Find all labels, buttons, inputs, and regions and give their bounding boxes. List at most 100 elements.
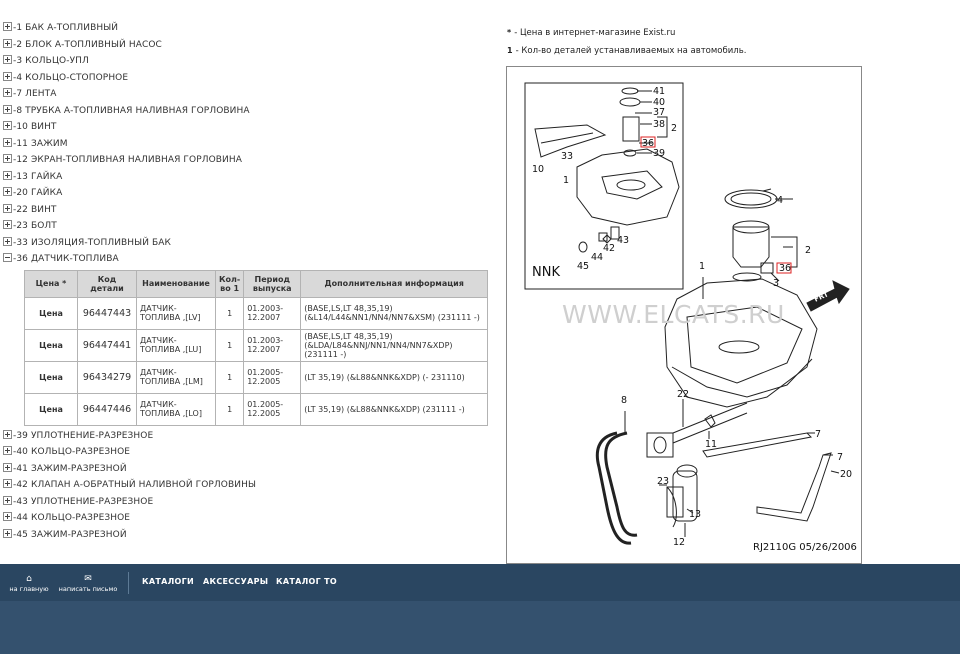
- tree-item[interactable]: -13 ГАЙКА: [3, 169, 508, 186]
- part-name: ДАТЧИК-ТОПЛИВА ,[LO]: [136, 392, 216, 426]
- tree-item[interactable]: -12 ЭКРАН-ТОПЛИВНАЯ НАЛИВНАЯ ГОРЛОВИНА: [3, 152, 508, 169]
- part-name: ДАТЧИК-ТОПЛИВА ,[LU]: [136, 328, 216, 362]
- tree-item[interactable]: -42 КЛАПАН А-ОБРАТНЫЙ НАЛИВНОЙ ГОРЛОВИНЫ: [3, 477, 508, 494]
- tree-item[interactable]: -2 БЛОК А-ТОПЛИВНЫЙ НАСОС: [3, 37, 508, 54]
- tree-item[interactable]: -23 БОЛТ: [3, 218, 508, 235]
- part-code[interactable]: 96447446: [77, 392, 137, 426]
- callout-20[interactable]: 20: [840, 469, 853, 480]
- callout-8[interactable]: 8: [621, 395, 628, 406]
- price-link[interactable]: Цена: [24, 360, 78, 394]
- callout-38[interactable]: 38: [653, 119, 666, 130]
- tree-item[interactable]: -40 КОЛЬЦО-РАЗРЕЗНОЕ: [3, 444, 508, 461]
- price-link[interactable]: Цена: [24, 328, 78, 362]
- expand-icon[interactable]: [3, 121, 12, 130]
- callout-3[interactable]: 3: [773, 278, 780, 289]
- callout-2-inset[interactable]: 2: [671, 123, 678, 134]
- expand-icon[interactable]: [3, 38, 12, 48]
- tree-item[interactable]: -41 ЗАЖИМ-РАЗРЕЗНОЙ: [3, 461, 508, 478]
- callout-10[interactable]: 10: [532, 164, 545, 175]
- expand-icon[interactable]: [3, 220, 12, 229]
- callout-42[interactable]: 42: [603, 243, 616, 254]
- callout-23[interactable]: 23: [657, 476, 670, 487]
- tree-item-label: -39 УПЛОТНЕНИЕ-РАЗРЕЗНОЕ: [13, 430, 154, 441]
- price-link[interactable]: Цена: [24, 392, 78, 426]
- callout-43[interactable]: 43: [617, 235, 630, 246]
- callout-44[interactable]: 44: [591, 252, 604, 263]
- part-qty: 1: [214, 328, 245, 362]
- tree-item[interactable]: -45 ЗАЖИМ-РАЗРЕЗНОЙ: [3, 527, 508, 544]
- tree-item[interactable]: -3 КОЛЬЦО-УПЛ: [3, 53, 508, 70]
- expand-icon[interactable]: [3, 170, 12, 180]
- callout-39[interactable]: 39: [653, 148, 666, 159]
- tree-item[interactable]: -39 УПЛОТНЕНИЕ-РАЗРЕЗНОЕ: [3, 428, 508, 445]
- expand-icon[interactable]: [3, 446, 12, 455]
- strap-lower: [756, 452, 832, 522]
- callout-7-upper[interactable]: 7: [815, 429, 822, 440]
- callout-1-inset[interactable]: 1: [563, 175, 570, 186]
- callout-11[interactable]: 11: [705, 439, 718, 450]
- tree-item[interactable]: -10 ВИНТ: [3, 119, 508, 136]
- collapse-icon[interactable]: [3, 253, 12, 262]
- home-icon: ⌂: [26, 574, 32, 584]
- callout-12[interactable]: 12: [673, 537, 686, 548]
- part-code[interactable]: 96447441: [77, 328, 137, 362]
- tree-item-label: -3 КОЛЬЦО-УПЛ: [13, 56, 89, 66]
- callout-45[interactable]: 45: [577, 261, 590, 272]
- tree-item[interactable]: -8 ТРУБКА А-ТОПЛИВНАЯ НАЛИВНАЯ ГОРЛОВИНА: [3, 103, 508, 120]
- expand-icon[interactable]: [3, 154, 12, 163]
- tree-item[interactable]: -33 ИЗОЛЯЦИЯ-ТОПЛИВНЫЙ БАК: [3, 235, 508, 252]
- tree-item[interactable]: -4 КОЛЬЦО-СТОПОРНОЕ: [3, 70, 508, 87]
- expand-icon[interactable]: [3, 429, 12, 439]
- expand-icon[interactable]: [3, 236, 12, 246]
- callout-37[interactable]: 37: [653, 107, 666, 118]
- nav-accessories[interactable]: АКСЕССУАРЫ: [203, 577, 269, 586]
- callout-40[interactable]: 40: [653, 97, 666, 108]
- callout-13[interactable]: 13: [689, 509, 702, 520]
- mail-button[interactable]: ✉ написать письмо: [56, 574, 120, 594]
- expand-icon[interactable]: [3, 495, 12, 505]
- expand-icon[interactable]: [3, 137, 12, 147]
- part-code[interactable]: 96447443: [77, 296, 137, 330]
- tree-item[interactable]: -7 ЛЕНТА: [3, 86, 508, 103]
- tree-item[interactable]: -1 БАК А-ТОПЛИВНЫЙ: [3, 20, 508, 37]
- expand-icon[interactable]: [3, 22, 12, 31]
- callout-2[interactable]: 2: [805, 245, 812, 256]
- expand-icon[interactable]: [3, 104, 12, 114]
- parts-diagram[interactable]: 41 40 37 38 2 36 39 33 10 1 43 42 44 45 …: [506, 66, 862, 564]
- nav-maintenance-catalog[interactable]: КАТАЛОГ ТО: [276, 577, 337, 586]
- expand-icon[interactable]: [3, 528, 12, 538]
- part-info: (BASE,LS,LT 48,35,19) (&L14/L44&NN1/NN4/…: [300, 296, 489, 330]
- expand-icon[interactable]: [3, 88, 12, 97]
- expand-icon[interactable]: [3, 462, 12, 472]
- callout-36[interactable]: 36: [779, 263, 792, 274]
- tree-item-label: -1 БАК А-ТОПЛИВНЫЙ: [13, 23, 119, 33]
- expand-icon[interactable]: [3, 479, 12, 488]
- callout-22[interactable]: 22: [677, 389, 690, 400]
- tree-item[interactable]: -20 ГАЙКА: [3, 185, 508, 202]
- callout-36-inset[interactable]: 36: [642, 138, 655, 149]
- expand-icon[interactable]: [3, 203, 12, 213]
- expand-icon[interactable]: [3, 187, 12, 196]
- part-code[interactable]: 96434279: [77, 360, 137, 394]
- tree-item-label: -41 ЗАЖИМ-РАЗРЕЗНОЙ: [13, 463, 127, 474]
- inset-label: NNK: [532, 265, 560, 280]
- expand-icon[interactable]: [3, 71, 12, 81]
- col-price: Цена *: [24, 269, 78, 298]
- tree-item-label: -44 КОЛЬЦО-РАЗРЕЗНОЕ: [13, 513, 131, 523]
- tree-item[interactable]: -11 ЗАЖИМ: [3, 136, 508, 153]
- tree-item[interactable]: -36 ДАТЧИК-ТОПЛИВА: [3, 251, 508, 268]
- callout-41[interactable]: 41: [653, 86, 666, 97]
- callout-7-lower[interactable]: 7: [837, 452, 844, 463]
- tree-item[interactable]: -22 ВИНТ: [3, 202, 508, 219]
- callout-1[interactable]: 1: [699, 261, 706, 272]
- callout-33[interactable]: 33: [561, 151, 574, 162]
- watermark: WWW.ELCATS.RU: [562, 300, 785, 329]
- tree-item[interactable]: -44 КОЛЬЦО-РАЗРЕЗНОЕ: [3, 510, 508, 527]
- expand-icon[interactable]: [3, 512, 12, 521]
- home-button[interactable]: ⌂ на главную: [8, 574, 50, 594]
- price-link[interactable]: Цена: [24, 296, 78, 330]
- tree-item[interactable]: -43 УПЛОТНЕНИЕ-РАЗРЕЗНОЕ: [3, 494, 508, 511]
- expand-icon[interactable]: [3, 55, 12, 64]
- nav-catalogs[interactable]: КАТАЛОГИ: [142, 577, 195, 586]
- callout-4[interactable]: 4: [777, 195, 784, 206]
